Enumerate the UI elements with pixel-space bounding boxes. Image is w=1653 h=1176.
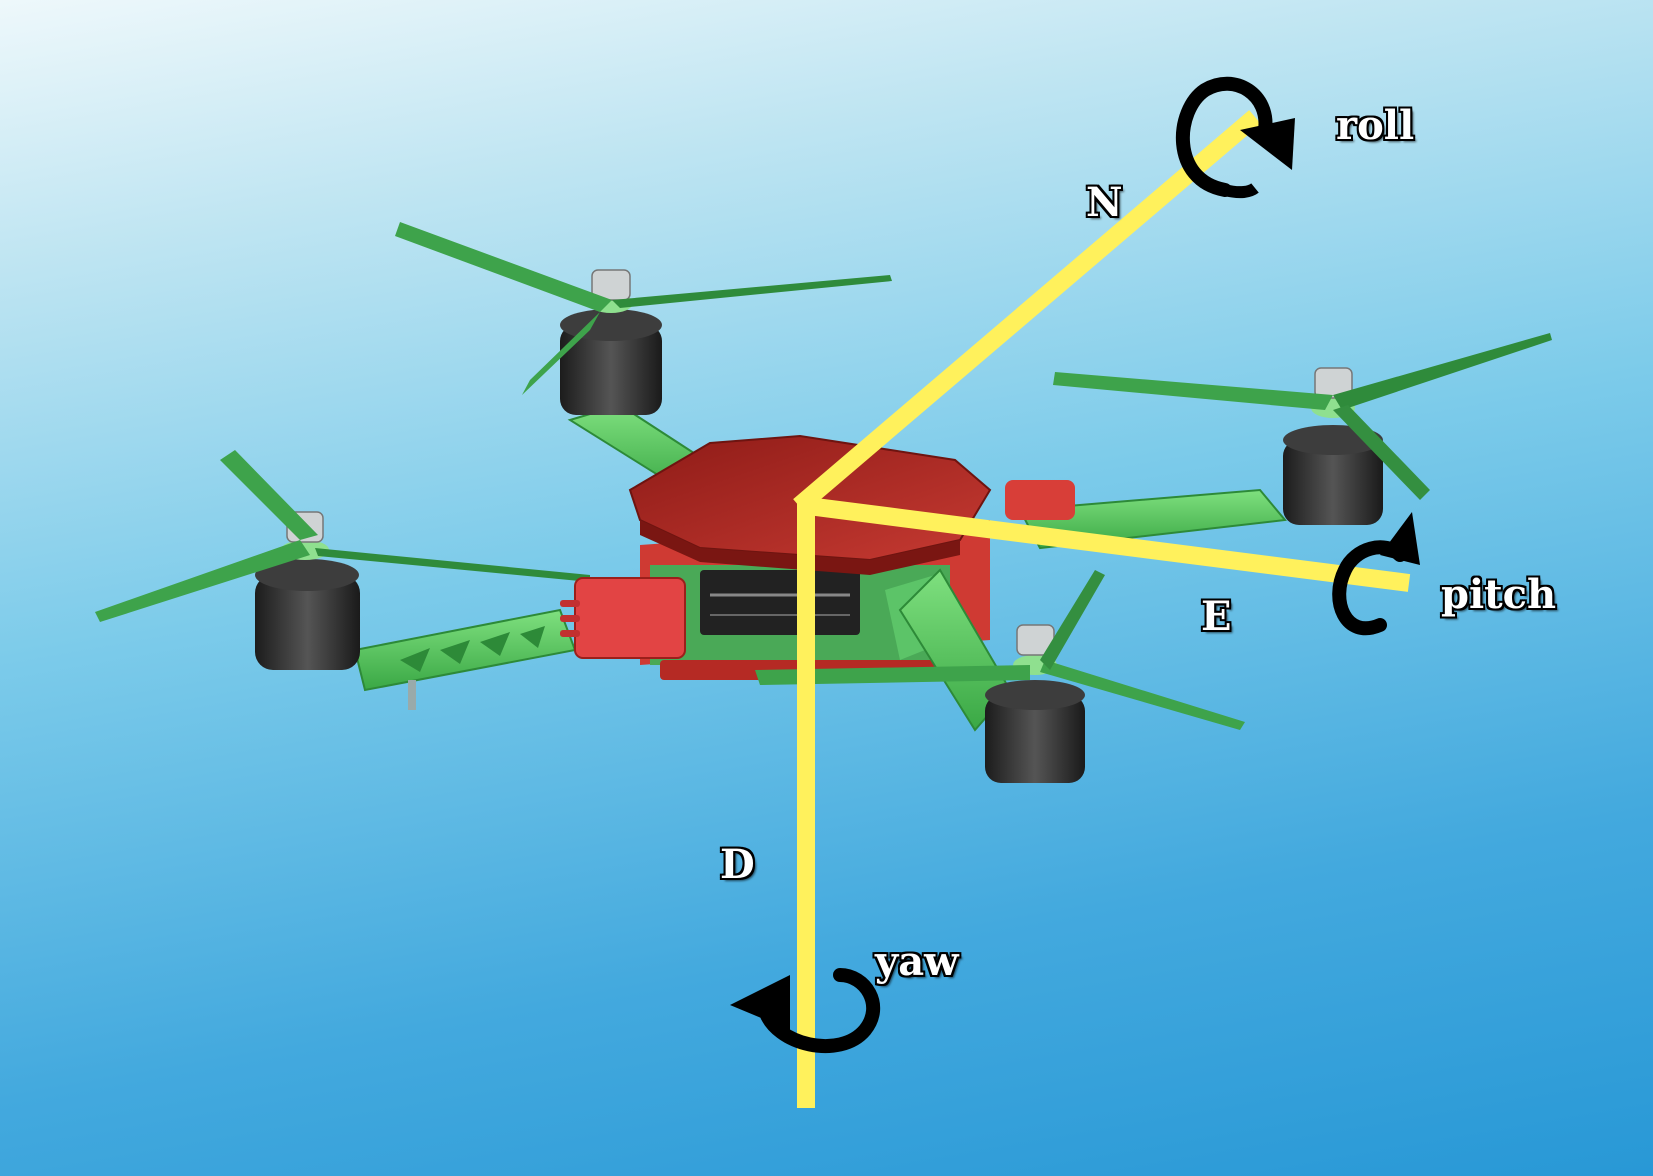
propeller-rear-right — [755, 665, 1030, 685]
flight-controller-body — [628, 434, 1075, 680]
propeller-rear-left — [220, 450, 318, 540]
pitch-arrow-icon — [1332, 512, 1420, 636]
axis-east — [806, 497, 1411, 592]
east-axis-label: E — [1201, 593, 1232, 640]
motor-front-right — [1018, 333, 1552, 550]
motor-rear-left — [95, 450, 686, 710]
yaw-label: yaw — [875, 938, 959, 985]
north-axis-label: N — [1086, 179, 1123, 226]
propeller-front-left — [395, 222, 612, 312]
motor-rear-right — [755, 568, 1245, 783]
ned-axes — [793, 110, 1411, 1108]
pitch-label: pitch — [1441, 571, 1557, 618]
roll-arrow-icon — [1175, 76, 1295, 199]
axis-north — [793, 110, 1261, 513]
esc-module — [574, 577, 686, 659]
propeller-front-right — [1053, 372, 1333, 410]
down-axis-label: D — [720, 841, 755, 888]
roll-label: roll — [1336, 102, 1415, 149]
yaw-arrow-icon — [730, 968, 881, 1053]
